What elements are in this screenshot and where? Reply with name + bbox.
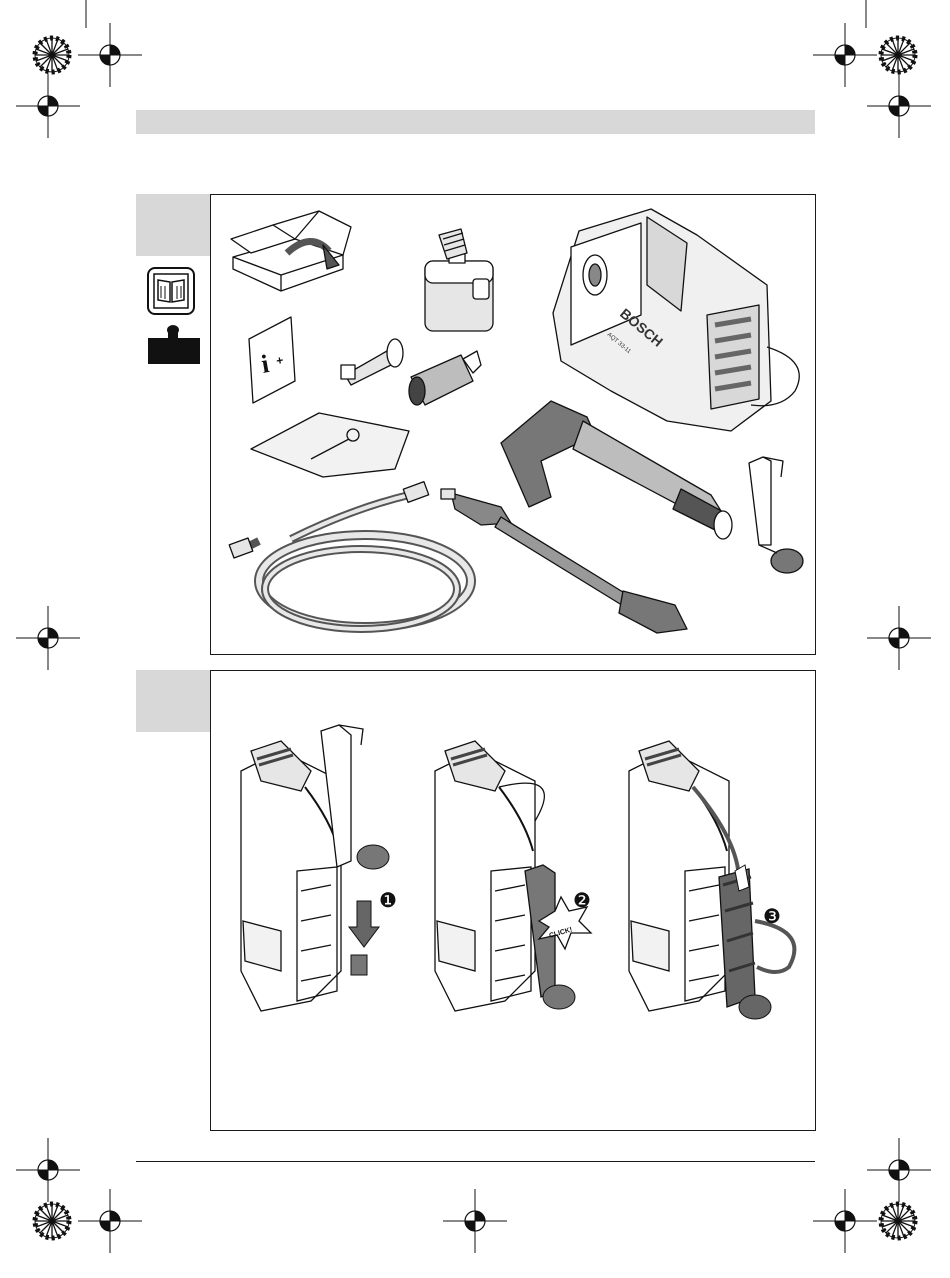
figure-2-tab xyxy=(136,670,210,732)
cleaning-needle-bag xyxy=(251,413,409,477)
header-band xyxy=(136,110,815,134)
footer-rule xyxy=(136,1161,815,1162)
detergent-bottle xyxy=(425,229,493,331)
step-3-illustration xyxy=(629,741,794,1019)
box-illustration xyxy=(231,211,351,291)
manual-book-icon xyxy=(140,266,200,318)
pressure-washer: BOSCH AQT 33-11 xyxy=(553,209,799,431)
hose-hook xyxy=(749,457,803,573)
rotary-nozzle xyxy=(409,351,481,405)
info-leaflet xyxy=(249,317,295,403)
hose xyxy=(229,482,471,629)
step-2-marker: ❷ xyxy=(573,888,591,912)
figure-1-tab xyxy=(136,194,210,256)
figure-2-panel: ❶ CLICK! ❷ ❸ xyxy=(210,670,816,1131)
figure-1-panel: BOSCH AQT 33-11 xyxy=(210,194,816,655)
step-3-marker: ❸ xyxy=(763,904,781,928)
step-1-marker: ❶ xyxy=(379,888,397,912)
nozzle-adapter xyxy=(341,339,403,385)
step-2-illustration xyxy=(435,741,591,1011)
lance xyxy=(441,489,687,633)
weight-icon xyxy=(146,322,200,364)
step-1-illustration xyxy=(241,725,389,1011)
